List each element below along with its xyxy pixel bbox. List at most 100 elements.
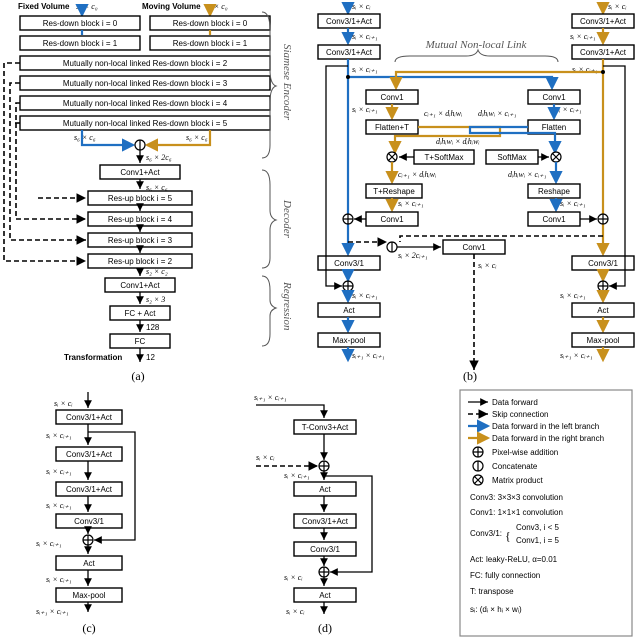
skip-connection-4 (15, 102, 86, 224)
dim-label: dᵢhᵢwᵢ × cᵢ₊₁ (478, 109, 517, 118)
dim-label: sᵢ₊₁ × cᵢ₊₁ (560, 351, 593, 360)
block-label: Res-down block i = 1 (43, 39, 118, 48)
block-label: Conv1 (380, 215, 404, 224)
dim-label: sᵢ × cᵢ₊₁ (46, 467, 72, 476)
legend-item: sᵢ: (dᵢ × hᵢ × wᵢ) (470, 605, 522, 614)
block-label: Conv1+Act (120, 281, 160, 290)
dim-label: sᵢ × cᵢ (352, 2, 371, 11)
dim-label: sᵢ × cᵢ₊₁ (572, 65, 598, 74)
block-label: Conv3/1+Act (580, 48, 627, 57)
block-label: Res-up block i = 5 (108, 194, 173, 203)
cross-right-to-left (396, 70, 603, 88)
panel-label: (b) (463, 369, 477, 383)
block-label: Act (597, 306, 609, 315)
dim-label: sᵢ × cᵢ₊₁ (36, 539, 62, 548)
block-label: Conv3/1+Act (580, 17, 627, 26)
dim-label: sᵢ × cᵢ (256, 453, 275, 462)
right-branch-arrow (144, 130, 212, 152)
block-label: Conv3/1+Act (66, 413, 113, 422)
dim-label: cᵢ₊₁ × dᵢhᵢwᵢ (398, 170, 436, 179)
brace-decoder (261, 169, 278, 269)
block-label: Conv3/1+Act (66, 450, 113, 459)
dim-label: sᵢ × cᵢ₊₁ (570, 32, 596, 41)
dim-label: sᵢ × cᵢ₊₁ (284, 471, 310, 480)
block-label: Conv3/1 (588, 259, 618, 268)
reshape-block (527, 183, 581, 199)
block-label: Mutually non-local linked Res-down block… (63, 59, 228, 68)
block-label: Mutually non-local linked Res-down block… (63, 119, 228, 128)
dim-label: sᵢ × cᵢ₊₁ (398, 199, 424, 208)
block-label: FC (135, 337, 146, 346)
dim-label: s₆ × 2c₆ (146, 153, 172, 162)
panel-label: (d) (318, 621, 332, 635)
dim-label: 128 (146, 323, 160, 332)
legend-item: Data forward in the right branch (492, 434, 604, 443)
dim-label: sᵢ × cᵢ₊₁ (556, 105, 582, 114)
dim-label: sᵢ₊₁ × cᵢ₊₁ (36, 607, 69, 616)
panel-b: sᵢ × cᵢ sᵢ × cᵢ Conv3/1+Act Conv3/1+Act … (317, 2, 635, 383)
res-down-block-0-left (19, 15, 141, 31)
block-label: Conv3/1+Act (326, 48, 373, 57)
block-label: Flatten (542, 123, 566, 132)
mutual-link-label: Mutual Non-local Link (425, 39, 528, 51)
block-label: Act (83, 559, 95, 568)
dim-label: sᵢ × cᵢ (54, 399, 73, 408)
block-label: T+Reshape (373, 187, 415, 196)
block-label: Res-down block i = 0 (173, 19, 248, 28)
brace-regression (261, 275, 278, 347)
block-label: Mutually non-local linked Res-down block… (63, 79, 228, 88)
dim-label: sᵢ × cᵢ₊₁ (352, 32, 378, 41)
dim-label: dᵢhᵢwᵢ × cᵢ₊₁ (508, 170, 547, 179)
block-label: Act (319, 591, 331, 600)
block-label: Act (319, 485, 331, 494)
dim-label: s₆ × c₆ (146, 183, 168, 192)
block-label: SoftMax (497, 153, 526, 162)
dim-label: s₆ × c₆ (186, 133, 208, 142)
dim-label: s₆ × c₆ (74, 133, 96, 142)
act-2 (293, 587, 357, 603)
conv31-act-3 (55, 481, 123, 497)
block-label: Max-pool (73, 591, 106, 600)
right-flow (468, 125, 562, 155)
block-label: Res-up block i = 2 (108, 257, 173, 266)
dim-label: sᵢ × cᵢ₊₁ (560, 199, 586, 208)
dim-label: sᵢ₊₁ × cᵢ₊₁ (254, 393, 287, 402)
conv31 (293, 541, 357, 557)
legend-item: Conv3: 3×3×3 convolution (470, 493, 563, 502)
block-label: Res-up block i = 4 (108, 215, 173, 224)
block-label: Flatten+T (375, 123, 409, 132)
dim-label: sᵢ × cᵢ₊₁ (352, 65, 378, 74)
act-1 (293, 481, 357, 497)
decoder-label: Decoder (281, 199, 293, 239)
panel-label: (a) (131, 369, 144, 383)
moving-volume-label: Moving Volume (142, 2, 201, 11)
legend-item: Pixel-wise addition (492, 448, 558, 457)
block-label: Max-pool (587, 336, 620, 345)
block-label: Conv3/1 (334, 259, 364, 268)
skip-connection-2 (3, 62, 86, 266)
legend-item: Conv1: 1×1×1 convolution (470, 508, 563, 517)
panel-d: sᵢ₊₁ × cᵢ₊₁ T-Conv3+Act sᵢ × cᵢ sᵢ × cᵢ₊… (254, 393, 373, 635)
brace-siamese (261, 11, 278, 159)
panel-label: (c) (82, 621, 95, 635)
dim-label: sᵢ × cᵢ₊₁ (560, 291, 586, 300)
maxpool (55, 587, 123, 603)
block-label: Conv1 (380, 93, 404, 102)
dim-label: sᵢ × cᵢ₊₁ (352, 105, 378, 114)
dim-label: sᵢ × cᵢ₊₁ (46, 431, 72, 440)
block-label: Conv3/1+Act (326, 17, 373, 26)
dim-label: cᵢ₊₁ × dᵢhᵢwᵢ (424, 109, 462, 118)
dim-label: sᵢ × cᵢ (478, 261, 497, 270)
conv31-act-2 (55, 446, 123, 462)
block-label: Mutually non-local linked Res-down block… (63, 99, 228, 108)
act (55, 555, 123, 571)
skip-connection-3 (9, 82, 86, 245)
block-label: FC + Act (125, 309, 157, 318)
block-label: Conv3/1 (310, 545, 340, 554)
block-label: Max-pool (333, 336, 366, 345)
dim-label: s₀ × c₀ (76, 2, 98, 11)
right-to-concat (399, 235, 603, 242)
block-label: Conv3/1+Act (66, 485, 113, 494)
legend-item: Act: leaky-ReLU, α=0.01 (470, 555, 558, 564)
legend-item: FC: fully connection (470, 571, 540, 580)
